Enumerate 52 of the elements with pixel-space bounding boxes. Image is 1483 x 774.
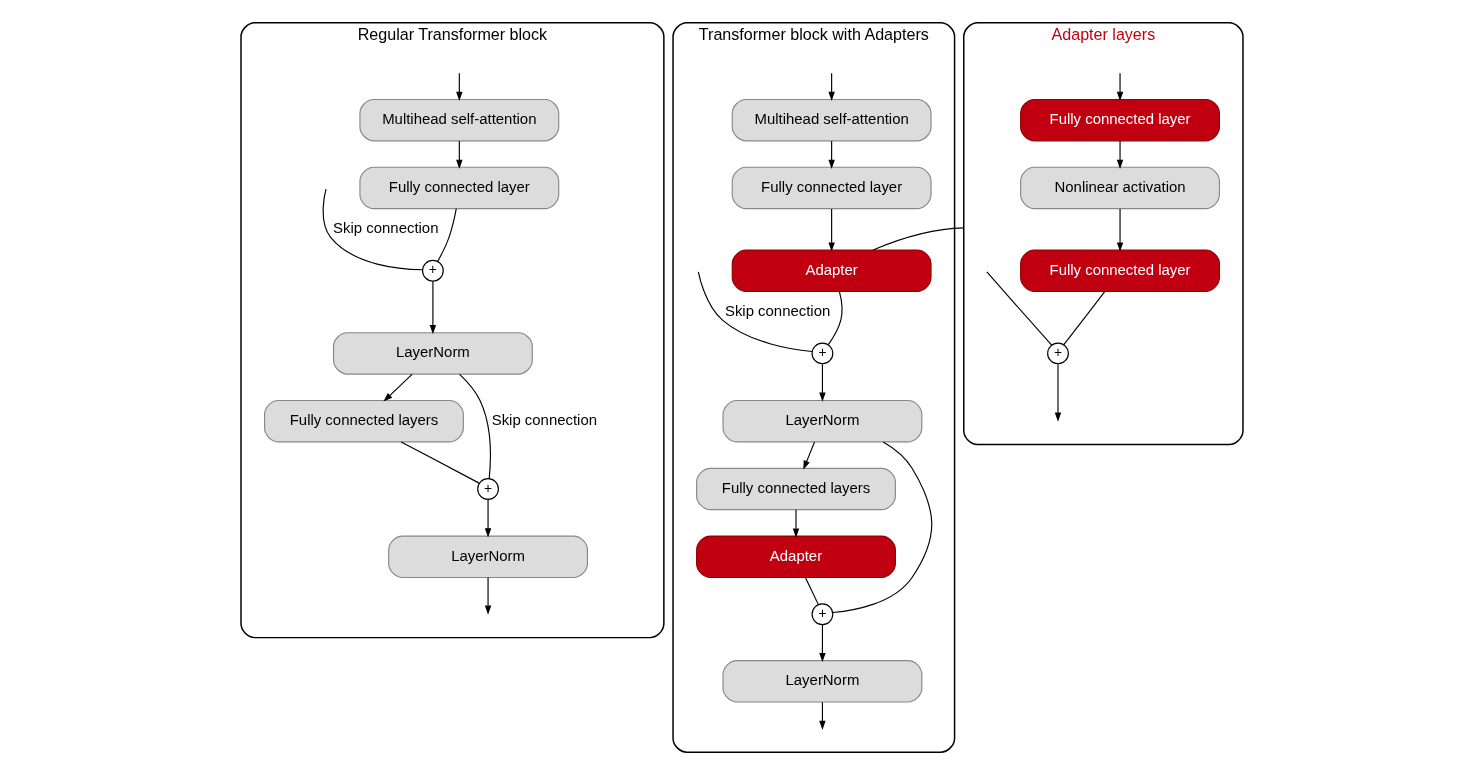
arrow <box>484 576 491 615</box>
node-circle: + <box>811 602 833 625</box>
connector <box>827 290 843 345</box>
connector <box>985 270 1052 346</box>
node-circle: + <box>476 477 499 500</box>
node-box: Fully connected layer <box>1019 248 1220 292</box>
arrow <box>792 508 799 538</box>
arrow <box>827 72 835 101</box>
edge-label: Skip connection <box>724 301 830 319</box>
node-box: Fully connected layer <box>731 166 932 209</box>
arrow <box>1116 139 1123 169</box>
connector <box>831 440 932 613</box>
node-box: Adapter <box>695 535 896 578</box>
node-box: LayerNorm <box>332 331 533 375</box>
node-box: Fully connected layer <box>1019 98 1220 141</box>
edge-label: Skip connection <box>491 410 597 428</box>
node-circle: + <box>421 259 444 282</box>
node-box: Fully connected layers <box>695 467 896 510</box>
arrow <box>455 139 463 169</box>
arrow <box>1054 363 1061 422</box>
connector <box>872 226 964 251</box>
node-box: Multihead self-attention <box>731 98 932 141</box>
arrow <box>827 139 835 169</box>
node-box: LayerNorm <box>721 659 922 703</box>
node-box: LayerNorm <box>721 399 922 442</box>
arrow <box>1116 72 1123 101</box>
connector <box>697 270 813 352</box>
arrow <box>1116 207 1123 252</box>
arrow <box>818 701 826 730</box>
arrow <box>818 363 826 402</box>
connector <box>400 440 480 484</box>
edge-label: Skip connection <box>332 218 438 236</box>
node-box: LayerNorm <box>387 535 588 578</box>
node-box: Fully connected layer <box>358 166 559 209</box>
arrow <box>827 207 835 252</box>
node-box: Adapter <box>731 248 932 292</box>
connector <box>322 188 423 270</box>
connector <box>804 576 819 605</box>
node-box: Multihead self-attention <box>358 98 559 141</box>
arrow <box>818 623 826 662</box>
connector <box>436 207 457 262</box>
arrow <box>802 440 815 470</box>
arrow <box>429 279 436 334</box>
node-circle: + <box>1046 341 1069 364</box>
node-circle: + <box>811 341 833 364</box>
connector <box>458 373 491 479</box>
arrow <box>455 72 463 101</box>
arrow <box>484 498 491 537</box>
connector <box>1062 290 1105 345</box>
node-box: Nonlinear activation <box>1019 166 1220 209</box>
arrow <box>382 373 413 402</box>
node-box: Fully connected layers <box>263 399 464 442</box>
